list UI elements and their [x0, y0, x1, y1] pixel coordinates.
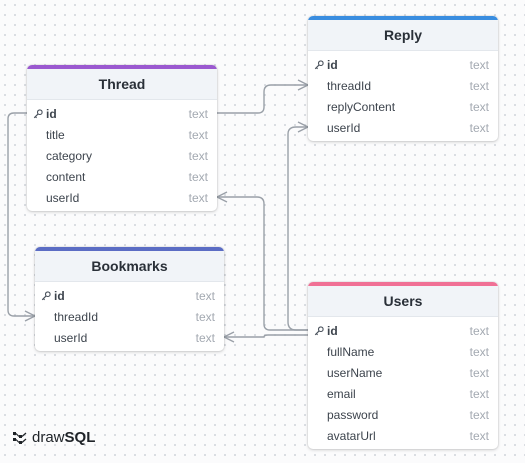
- column-name: email: [327, 387, 356, 401]
- column-type: text: [469, 58, 489, 72]
- column-type: text: [469, 324, 489, 338]
- column-name: id: [46, 107, 57, 121]
- column-type: text: [188, 128, 208, 142]
- column-type: text: [469, 345, 489, 359]
- column-type: text: [195, 331, 215, 345]
- column-type: text: [469, 387, 489, 401]
- table-title[interactable]: Thread: [27, 69, 217, 100]
- primary-key-icon: [33, 109, 43, 119]
- table-bookmarks[interactable]: Bookmarks id text threadId text userId text: [35, 247, 224, 351]
- column-type: text: [188, 149, 208, 163]
- column-name: id: [54, 289, 65, 303]
- edge-users-thread: [217, 196, 308, 331]
- column-name: password: [327, 408, 379, 422]
- column-type: text: [188, 170, 208, 184]
- column-row[interactable]: userId text: [35, 327, 224, 348]
- column-name: fullName: [327, 345, 375, 359]
- drawsql-logo: drawSQL: [12, 429, 95, 446]
- column-type: text: [195, 289, 215, 303]
- column-row[interactable]: threadId text: [308, 75, 498, 96]
- crowfoot-bookmarks-threadId: [24, 310, 36, 322]
- primary-key-icon: [314, 60, 324, 70]
- column-name: threadId: [54, 310, 99, 324]
- column-row[interactable]: category text: [27, 145, 217, 166]
- column-row[interactable]: replyContent text: [308, 96, 498, 117]
- crowfoot-thread-userId: [216, 191, 228, 203]
- column-name: title: [46, 128, 65, 142]
- column-name: userId: [46, 191, 80, 205]
- column-name: avatarUrl: [327, 429, 376, 443]
- table-columns: id text threadId text userId text: [35, 282, 224, 351]
- column-type: text: [188, 191, 208, 205]
- column-name: replyContent: [327, 100, 396, 114]
- crowfoot-reply-userId: [297, 121, 309, 133]
- table-accent-bar: [35, 247, 224, 251]
- column-name: userName: [327, 366, 383, 380]
- edge-users-reply: [287, 126, 308, 331]
- column-row[interactable]: content text: [27, 166, 217, 187]
- drawsql-logo-icon: [13, 431, 27, 444]
- logo-text-sql: SQL: [64, 429, 96, 446]
- column-type: text: [469, 408, 489, 422]
- crowfoot-reply-threadId: [297, 79, 309, 91]
- column-name: id: [327, 324, 338, 338]
- table-accent-bar: [308, 16, 498, 20]
- edge-thread-reply: [217, 84, 308, 114]
- column-type: text: [469, 366, 489, 380]
- column-name: id: [327, 58, 338, 72]
- column-row[interactable]: avatarUrl text: [308, 425, 498, 446]
- primary-key-icon: [314, 326, 324, 336]
- column-name: category: [46, 149, 93, 163]
- crowfoot-bookmarks-userId: [223, 331, 235, 343]
- column-row[interactable]: id text: [35, 285, 224, 306]
- column-row[interactable]: threadId text: [35, 306, 224, 327]
- column-row[interactable]: userId text: [308, 117, 498, 138]
- column-type: text: [469, 79, 489, 93]
- column-type: text: [469, 121, 489, 135]
- table-title[interactable]: Bookmarks: [35, 251, 224, 282]
- column-row[interactable]: fullName text: [308, 341, 498, 362]
- column-row[interactable]: email text: [308, 383, 498, 404]
- primary-key-icon: [41, 291, 51, 301]
- table-title[interactable]: Users: [308, 286, 498, 317]
- table-accent-bar: [27, 65, 217, 69]
- column-row[interactable]: userName text: [308, 362, 498, 383]
- table-title[interactable]: Reply: [308, 20, 498, 51]
- column-name: threadId: [327, 79, 372, 93]
- table-accent-bar: [308, 282, 498, 286]
- column-type: text: [188, 107, 208, 121]
- column-type: text: [469, 429, 489, 443]
- column-row[interactable]: id text: [27, 103, 217, 124]
- column-row[interactable]: password text: [308, 404, 498, 425]
- column-type: text: [469, 100, 489, 114]
- column-row[interactable]: id text: [308, 320, 498, 341]
- column-type: text: [195, 310, 215, 324]
- column-row[interactable]: id text: [308, 54, 498, 75]
- column-row[interactable]: title text: [27, 124, 217, 145]
- logo-text: drawSQL: [32, 429, 95, 446]
- edge-users-bookmarks: [224, 334, 308, 338]
- logo-text-draw: draw: [32, 429, 65, 446]
- column-name: userId: [54, 331, 88, 345]
- column-row[interactable]: userId text: [27, 187, 217, 208]
- column-name: content: [46, 170, 86, 184]
- column-name: userId: [327, 121, 361, 135]
